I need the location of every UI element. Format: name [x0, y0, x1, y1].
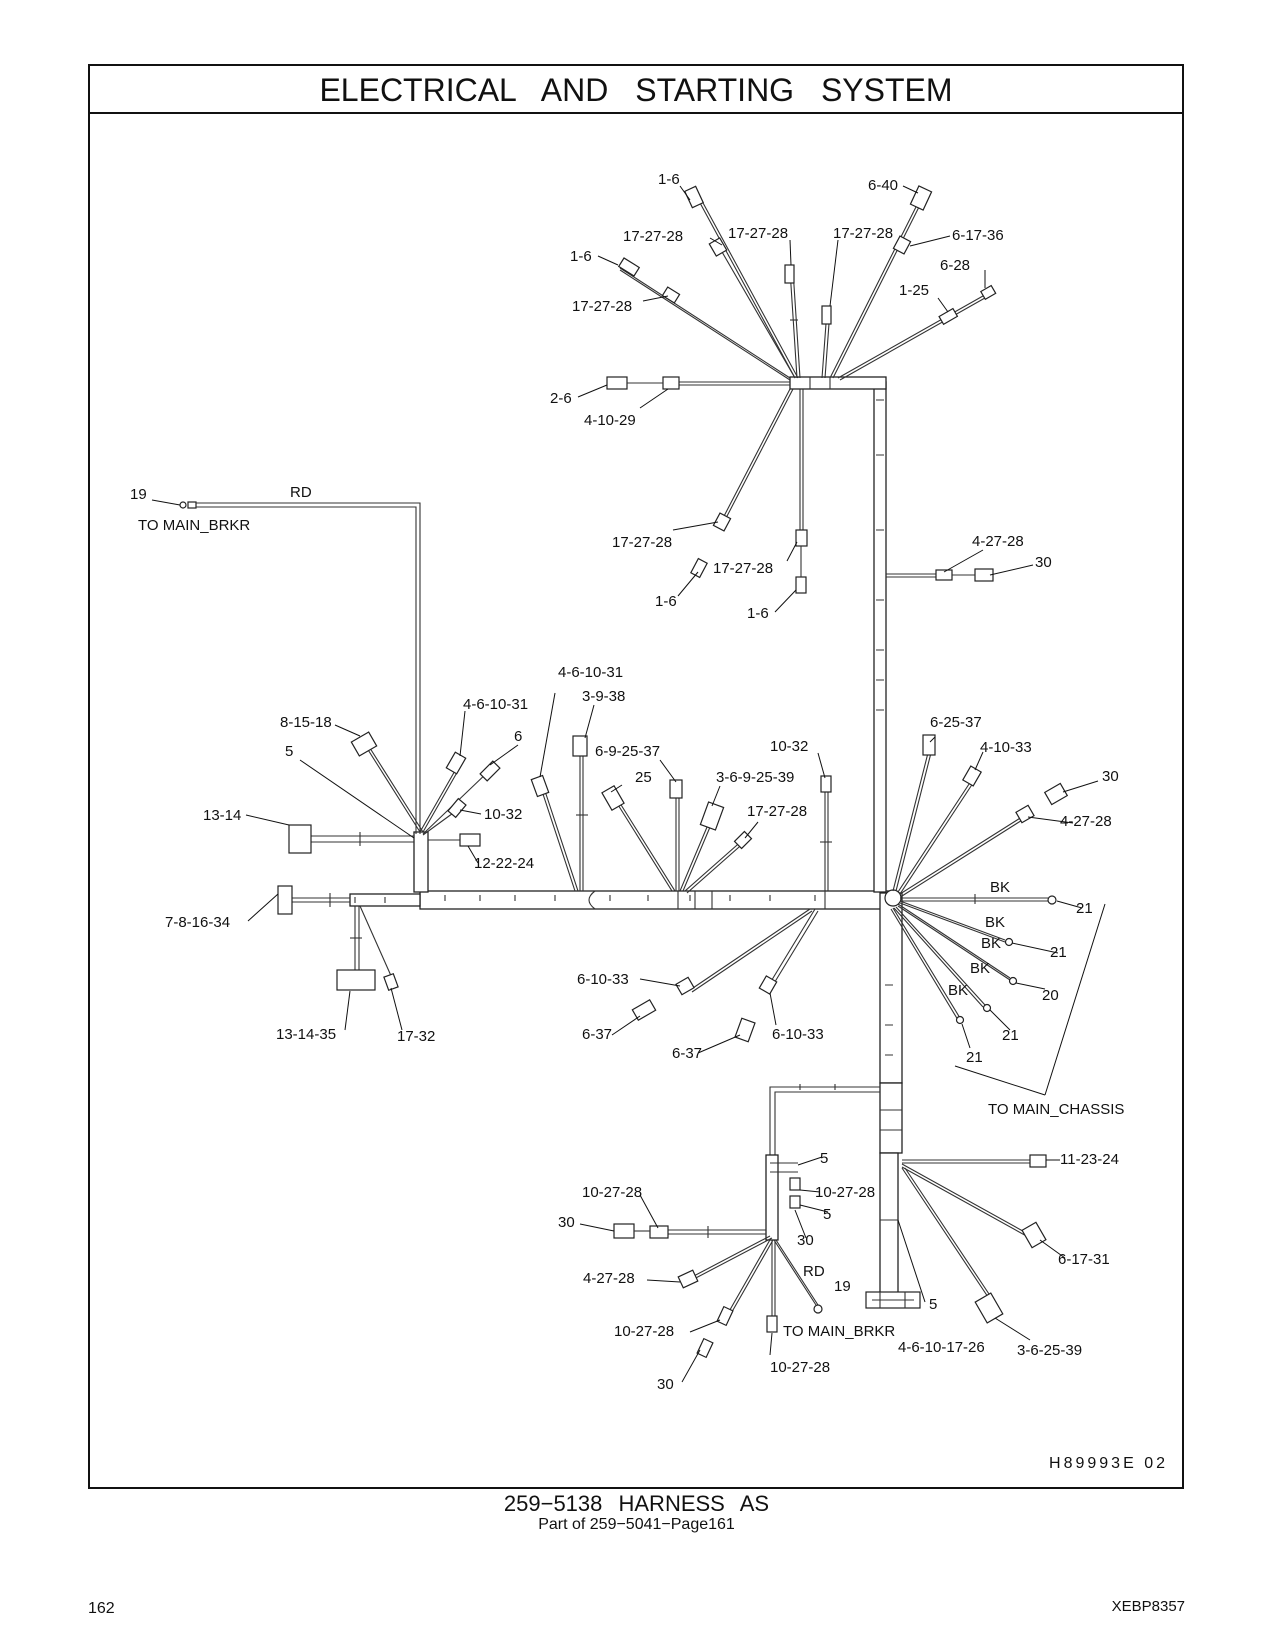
callout-1-25: 1-25 [899, 282, 929, 299]
right-fan [884, 734, 1069, 1025]
callout-19-a: 19 [130, 486, 147, 503]
callout-6-9-25-37: 6-9-25-37 [595, 743, 660, 760]
callout-21-c: 21 [1002, 1027, 1019, 1044]
callout-21-a: 21 [1076, 900, 1093, 917]
callout-6-28: 6-28 [940, 257, 970, 274]
main-trunk [349, 831, 891, 910]
callout-3-9-38: 3-9-38 [582, 688, 625, 705]
page-number: 162 [88, 1600, 115, 1617]
callout-20: 20 [1042, 987, 1059, 1004]
callout-17-27-28-b: 17-27-28 [728, 225, 788, 242]
callout-3-6-25-39: 3-6-25-39 [1017, 1342, 1082, 1359]
callout-3-6-9-25-39: 3-6-9-25-39 [716, 769, 794, 786]
left-cluster [277, 731, 501, 992]
callout-10-32-b: 10-32 [484, 806, 522, 823]
center-branches [530, 735, 832, 894]
callout-4-27-28-b: 4-27-28 [1060, 813, 1112, 830]
section-title: ELECTRICAL AND STARTING SYSTEM [90, 66, 1182, 114]
callout-25: 25 [635, 769, 652, 786]
bottom-subassembly [613, 1084, 1047, 1359]
callout-13-14: 13-14 [203, 807, 241, 824]
callout-4-10-33-a: 4-10-33 [980, 739, 1032, 756]
callout-30-d: 30 [797, 1232, 814, 1249]
callout-1-6-b: 1-6 [570, 248, 592, 265]
callout-5-c: 5 [823, 1206, 831, 1223]
callout-1-6-c: 1-6 [655, 593, 677, 610]
callout-4-6-10-17-26: 4-6-10-17-26 [898, 1339, 985, 1356]
callout-4-27-28-c: 4-27-28 [583, 1270, 635, 1287]
callout-12-22-24: 12-22-24 [474, 855, 534, 872]
callout-6-17-31: 6-17-31 [1058, 1251, 1110, 1268]
diagram-frame: ELECTRICAL AND STARTING SYSTEM H89993E 0… [88, 64, 1184, 1489]
callout-5-a: 5 [285, 743, 293, 760]
document-code: XEBP8357 [1111, 1598, 1185, 1615]
callout-rd-a: RD [290, 484, 312, 501]
callout-1-6-d: 1-6 [747, 605, 769, 622]
callout-10-27-28-b: 10-27-28 [815, 1184, 875, 1201]
callout-6-37-b: 6-37 [672, 1045, 702, 1062]
callout-10-27-28-a: 10-27-28 [582, 1184, 642, 1201]
callout-17-27-28-e: 17-27-28 [612, 534, 672, 551]
callout-6-10-33-b: 6-10-33 [772, 1026, 824, 1043]
callout-6-10-33-a: 6-10-33 [577, 971, 629, 988]
callout-13-14-35: 13-14-35 [276, 1026, 336, 1043]
top-hub [606, 185, 997, 594]
callout-2-6: 2-6 [550, 390, 572, 407]
callout-6-17-36: 6-17-36 [952, 227, 1004, 244]
callout-bk-d: BK [970, 960, 990, 977]
callout-8-15-18: 8-15-18 [280, 714, 332, 731]
callout-10-27-28-d: 10-27-28 [770, 1359, 830, 1376]
callout-to-main-chassis: TO MAIN_CHASSIS [988, 1101, 1124, 1118]
part-subtitle: Part of 259−5041−Page161 [538, 1516, 735, 1533]
callout-bk-c: BK [981, 935, 1001, 952]
callout-rd-b: RD [803, 1263, 825, 1280]
callout-bk-a: BK [990, 879, 1010, 896]
callout-1-6-a: 1-6 [658, 171, 680, 188]
callout-bk-e: BK [948, 982, 968, 999]
callout-17-32: 17-32 [397, 1028, 435, 1045]
callout-4-27-28-a: 4-27-28 [972, 533, 1024, 550]
rd-wire [179, 501, 421, 834]
callout-10-27-28-c: 10-27-28 [614, 1323, 674, 1340]
callout-6-40: 6-40 [868, 177, 898, 194]
callout-10-32-a: 10-32 [770, 738, 808, 755]
callout-4-10-29: 4-10-29 [584, 412, 636, 429]
callout-7-8-16-34: 7-8-16-34 [165, 914, 230, 931]
leader-lines [151, 185, 1106, 1383]
vertical-riser [873, 381, 903, 1294]
callout-5-b: 5 [820, 1150, 828, 1167]
callout-17-27-28-d: 17-27-28 [572, 298, 632, 315]
callout-30-e: 30 [657, 1376, 674, 1393]
callout-4-6-10-31-a: 4-6-10-31 [558, 664, 623, 681]
callout-30-c: 30 [558, 1214, 575, 1231]
callout-11-23-24: 11-23-24 [1060, 1151, 1119, 1168]
callout-6-37-a: 6-37 [582, 1026, 612, 1043]
callout-19-b: 19 [834, 1278, 851, 1295]
callout-bk-b: BK [985, 914, 1005, 931]
callout-6-25-37: 6-25-37 [930, 714, 982, 731]
callout-17-27-28-f: 17-27-28 [713, 560, 773, 577]
callout-21-b: 21 [1050, 944, 1067, 961]
lower-branches [631, 908, 819, 1043]
callout-21-d: 21 [966, 1049, 983, 1066]
callout-17-27-28-g: 17-27-28 [747, 803, 807, 820]
callout-to-main-brkr-b: TO MAIN_BRKR [783, 1323, 895, 1340]
callout-17-27-28-c: 17-27-28 [833, 225, 893, 242]
part-title: 259−5138 HARNESS AS [503, 1491, 770, 1516]
callout-labels: 1-6 6-40 17-27-28 17-27-28 17-27-28 6-17… [130, 171, 1124, 1393]
callout-4-6-10-31-b: 4-6-10-31 [463, 696, 528, 713]
riser-branch-30 [886, 568, 994, 582]
callout-5-d: 5 [929, 1296, 937, 1313]
callout-17-27-28-a: 17-27-28 [623, 228, 683, 245]
callout-to-main-brkr-a: TO MAIN_BRKR [138, 517, 250, 534]
harness-diagram: 1-6 6-40 17-27-28 17-27-28 17-27-28 6-17… [130, 171, 1124, 1393]
callout-30-a: 30 [1035, 554, 1052, 571]
drawing-id: H89993E 02 [1049, 1455, 1168, 1472]
callout-6: 6 [514, 728, 522, 745]
callout-30-b: 30 [1102, 768, 1119, 785]
